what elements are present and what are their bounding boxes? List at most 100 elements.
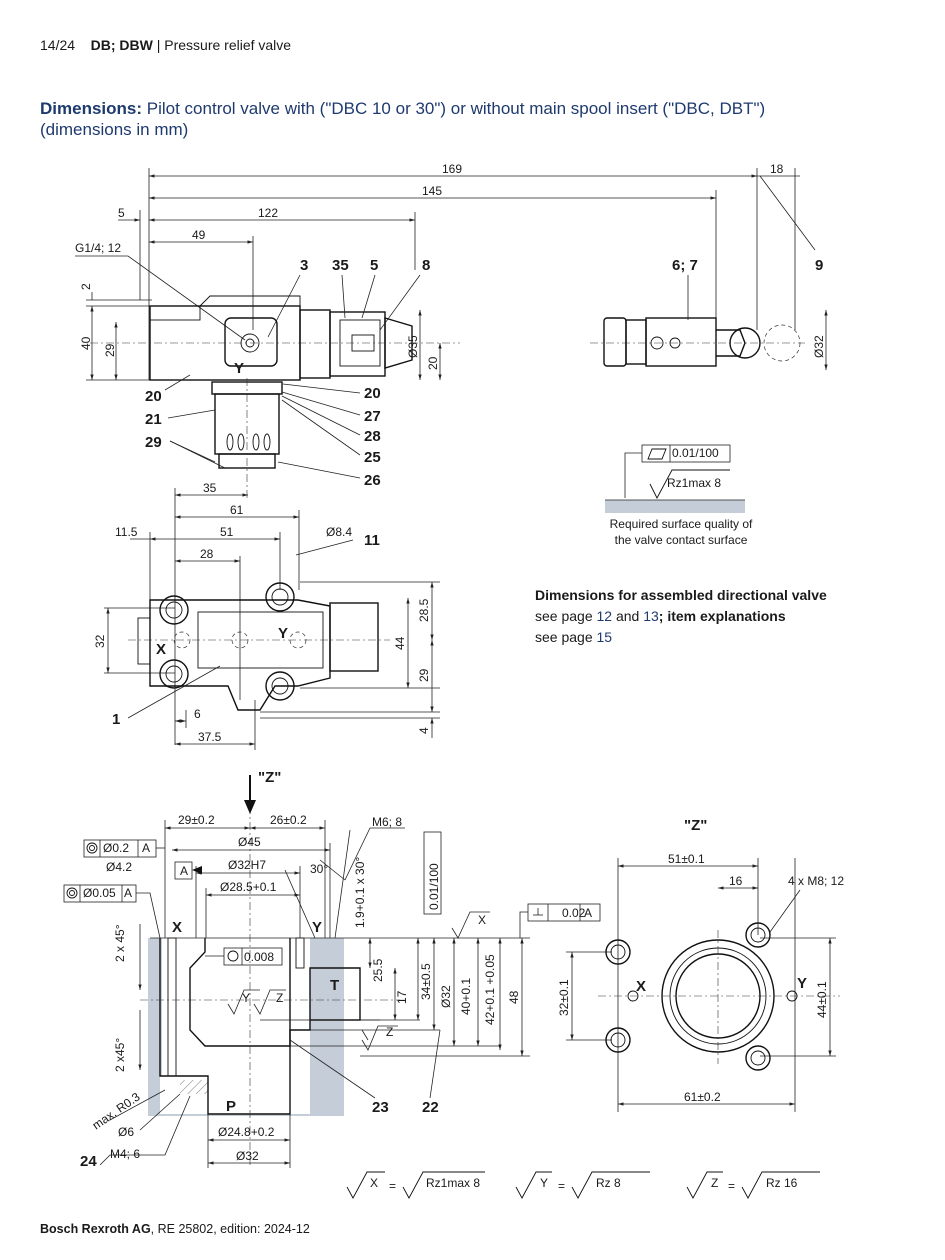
legend-eq-2: = bbox=[558, 1179, 565, 1193]
port-t: T bbox=[330, 977, 339, 994]
dim-51-tol: 51±0.1 bbox=[668, 852, 705, 866]
port-y-sec: Y bbox=[312, 919, 322, 936]
dim-40: 40 bbox=[79, 336, 93, 350]
sym-z: Z bbox=[276, 991, 283, 1005]
legend-x-val: Rz1max 8 bbox=[426, 1176, 480, 1190]
port-y-plan: Y bbox=[278, 625, 288, 642]
link-page-12[interactable]: 12 bbox=[596, 608, 613, 624]
dim-d35: Ø35 bbox=[406, 335, 420, 358]
dim-28-5: 28.5 bbox=[417, 598, 431, 622]
legend-eq-1: = bbox=[389, 1179, 396, 1193]
dim-44: 44 bbox=[393, 636, 407, 650]
tol-d0-2: Ø0.2 bbox=[103, 841, 129, 855]
datum-a4: A bbox=[584, 906, 592, 920]
dim-d32h7: Ø32H7 bbox=[228, 858, 266, 872]
dim-d32-sec: Ø32 bbox=[439, 985, 453, 1008]
item-24: 24 bbox=[80, 1153, 97, 1170]
item-8: 8 bbox=[422, 257, 430, 274]
sym-y: Y bbox=[242, 991, 250, 1005]
dim-6: 6 bbox=[194, 707, 201, 721]
dim-61: 61 bbox=[230, 503, 244, 517]
dim-d32-bot: Ø32 bbox=[236, 1149, 259, 1163]
dim-16: 16 bbox=[729, 874, 743, 888]
port-x-sec: X bbox=[172, 919, 182, 936]
dim-20: 20 bbox=[426, 356, 440, 370]
view-z-title: "Z" bbox=[684, 817, 707, 834]
dim-d32: Ø32 bbox=[812, 335, 826, 358]
footer-doc: , RE 25802, edition: 2024-12 bbox=[150, 1222, 310, 1236]
dim-d6: Ø6 bbox=[118, 1125, 134, 1139]
port-y-top: Y bbox=[234, 360, 244, 377]
dim-40-tol: 40+0.1 bbox=[459, 978, 473, 1015]
dim-11-5: 11.5 bbox=[115, 525, 138, 539]
item-28: 28 bbox=[364, 428, 381, 445]
legend-y-val: Rz 8 bbox=[596, 1176, 621, 1190]
assembled-valve-note: Dimensions for assembled directional val… bbox=[535, 585, 827, 648]
tol-d0-05: Ø0.05 bbox=[83, 886, 116, 900]
side-view bbox=[75, 168, 828, 500]
link-page-13[interactable]: 13 bbox=[643, 608, 659, 624]
dim-d8-4: Ø8.4 bbox=[326, 525, 352, 539]
surface-note-line1: Required surface quality of bbox=[609, 517, 753, 531]
header-subtitle: Pressure relief valve bbox=[164, 37, 292, 53]
dim-122: 122 bbox=[258, 206, 278, 220]
dim-g14: G1/4; 12 bbox=[75, 241, 121, 255]
dim-18: 18 bbox=[770, 162, 784, 176]
legend-y-sym: Y bbox=[540, 1176, 548, 1190]
dim-42-tol: 42+0.1 +0.05 bbox=[483, 954, 497, 1025]
dim-34: 34±0.5 bbox=[419, 963, 433, 1000]
section-title: Dimensions: Pilot control valve with ("D… bbox=[40, 98, 800, 140]
legend-x-sym: X bbox=[370, 1176, 378, 1190]
item-5: 5 bbox=[370, 257, 378, 274]
note-see-page-2: see page bbox=[535, 629, 593, 645]
link-page-15[interactable]: 15 bbox=[596, 629, 613, 645]
dim-44-tol: 44±0.1 bbox=[815, 981, 829, 1018]
item-20b: 20 bbox=[364, 385, 381, 402]
surface-note-line2: the valve contact surface bbox=[614, 533, 748, 547]
title-text: Pilot control valve with ("DBC 10 or 30"… bbox=[40, 99, 766, 139]
product-code: DB; DBW bbox=[90, 37, 153, 53]
legend-z-sym: Z bbox=[711, 1176, 718, 1190]
dim-32-plan: 32 bbox=[93, 634, 107, 648]
dim-32-tol: 32±0.1 bbox=[557, 979, 571, 1016]
dim-2: 2 bbox=[79, 283, 93, 290]
dim-chamfer: 1.9+0.1 x 30° bbox=[353, 857, 367, 928]
page-footer: Bosch Rexroth AG, RE 25802, edition: 202… bbox=[40, 1222, 310, 1236]
view-z bbox=[566, 858, 840, 1112]
dim-48: 48 bbox=[507, 990, 521, 1004]
page-number: 14/24 bbox=[40, 37, 76, 53]
sym-z2: Z bbox=[386, 1025, 393, 1039]
datum-a1: A bbox=[142, 841, 150, 855]
item-35: 35 bbox=[332, 257, 349, 274]
dim-51: 51 bbox=[220, 525, 234, 539]
note-see-page-1: see page bbox=[535, 608, 593, 624]
title-bold: Dimensions: bbox=[40, 99, 143, 118]
dim-35: 35 bbox=[203, 481, 217, 495]
legend-eq-3: = bbox=[728, 1179, 735, 1193]
drawing-labels: 169 145 18 5 122 49 G1/4; 12 2 40 29 Ø35… bbox=[75, 162, 844, 1193]
item-9: 9 bbox=[815, 257, 823, 274]
dim-145: 145 bbox=[422, 184, 442, 198]
dim-d28-5: Ø28.5+0.1 bbox=[220, 880, 277, 894]
dim-m6: M6; 8 bbox=[372, 815, 402, 829]
surface-quality-symbol bbox=[605, 444, 745, 513]
dim-17: 17 bbox=[395, 990, 409, 1004]
section-view bbox=[63, 775, 601, 1168]
item-25: 25 bbox=[364, 449, 381, 466]
datum-a2: A bbox=[180, 864, 188, 878]
item-11: 11 bbox=[364, 532, 380, 549]
sym-x: X bbox=[478, 913, 486, 927]
view-z-label: "Z" bbox=[258, 769, 281, 786]
item-3: 3 bbox=[300, 257, 308, 274]
dim-29-tol: 29±0.2 bbox=[178, 813, 215, 827]
port-p: P bbox=[226, 1098, 236, 1115]
roughness-value: Rz1max 8 bbox=[667, 476, 721, 490]
item-26: 26 bbox=[364, 472, 381, 489]
dim-26-tol: 26±0.2 bbox=[270, 813, 307, 827]
page-header: 14/24 DB; DBW | Pressure relief valve bbox=[40, 37, 291, 53]
dim-28: 28 bbox=[200, 547, 214, 561]
item-20a: 20 bbox=[145, 388, 162, 405]
item-21: 21 bbox=[145, 411, 162, 428]
tol-0-02: 0.02 bbox=[562, 906, 586, 920]
dim-d24-8: Ø24.8+0.2 bbox=[218, 1125, 275, 1139]
